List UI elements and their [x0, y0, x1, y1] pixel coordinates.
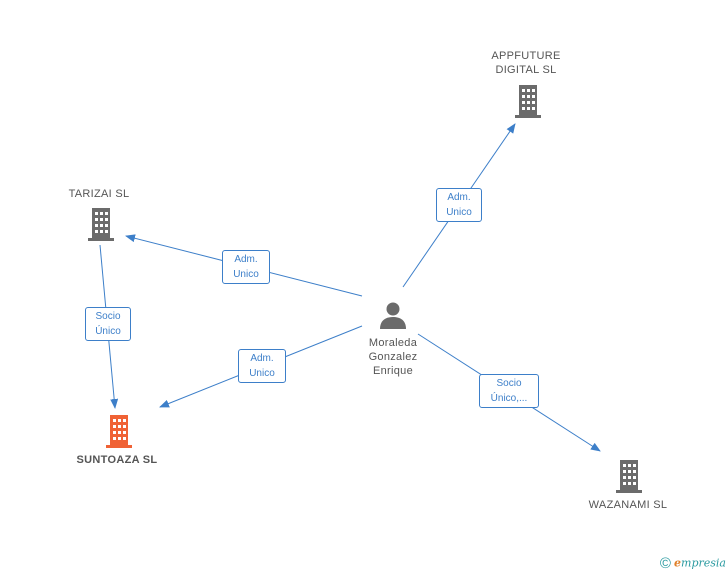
building-icon[interactable]: [86, 207, 116, 241]
node-suntoaza[interactable]: SUNTOAZA SL: [62, 453, 172, 467]
node-person[interactable]: Moraleda Gonzalez Enrique: [345, 336, 441, 378]
building-icon[interactable]: [614, 459, 644, 493]
node-tarizai[interactable]: TARIZAI SL: [52, 187, 146, 201]
edge-label-tarizai-suntoaza[interactable]: Socio Único: [85, 307, 131, 341]
node-label-person: Moraleda Gonzalez Enrique: [368, 337, 418, 377]
edge-label-person-tarizai[interactable]: Adm. Unico: [222, 250, 270, 284]
node-label-wazanami: WAZANAMI SL: [588, 499, 668, 511]
building-icon[interactable]: [104, 414, 134, 448]
node-label-suntoaza: SUNTOAZA SL: [76, 454, 158, 466]
building-icon[interactable]: [513, 84, 543, 118]
copyright-icon: ©: [659, 555, 671, 572]
node-appfuture[interactable]: APPFUTURE DIGITAL SL: [478, 49, 574, 77]
node-label-appfuture: APPFUTURE DIGITAL SL: [491, 50, 561, 76]
edge-label-person-wazanami[interactable]: Socio Único,...: [479, 374, 539, 408]
person-icon[interactable]: [378, 300, 408, 330]
edge-label-person-appfuture[interactable]: Adm. Unico: [436, 188, 482, 222]
node-wazanami[interactable]: WAZANAMI SL: [578, 498, 678, 512]
brand-footer: © empresia: [660, 555, 726, 572]
brand-logo: empresia: [674, 556, 726, 570]
edge-label-person-suntoaza[interactable]: Adm. Unico: [238, 349, 286, 383]
node-label-tarizai: TARIZAI SL: [68, 188, 130, 200]
